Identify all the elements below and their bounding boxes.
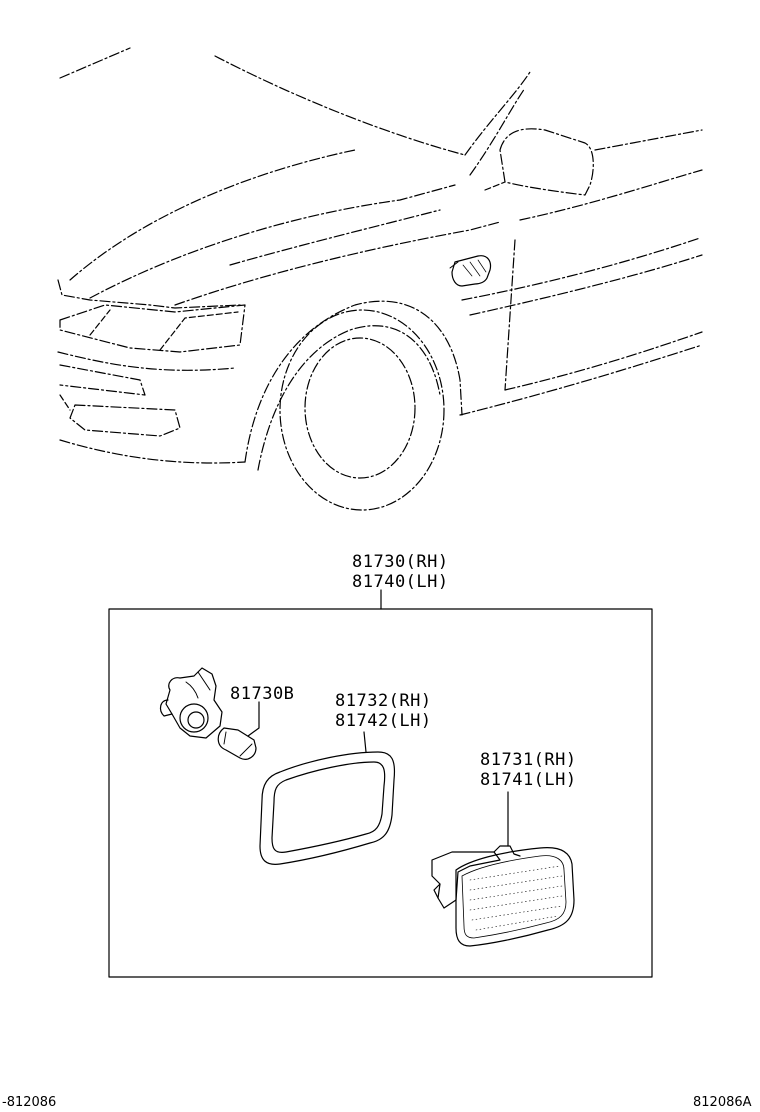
hood-crease-1 — [69, 149, 356, 281]
side-crease — [461, 237, 701, 301]
wheel-arch-inner — [257, 325, 441, 471]
wheel-arch-outer — [244, 300, 463, 463]
roof-line — [594, 129, 703, 151]
assembly-lh-label: 81740(LH) — [352, 572, 449, 592]
fender-top — [174, 221, 501, 306]
gasket-lh-label: 81742(LH) — [335, 711, 432, 731]
marker-lamp — [431, 845, 575, 947]
sill-line — [459, 344, 703, 416]
lens-rh-label: 81731(RH) — [480, 750, 577, 770]
a-pillar-inner — [469, 87, 526, 176]
mirror-base — [484, 181, 506, 191]
gasket — [259, 751, 396, 865]
lens-lh-label: 81741(LH) — [480, 770, 577, 790]
bumper-lower — [59, 439, 246, 464]
footer-right-code: 812086A — [693, 1095, 752, 1110]
bulb-socket — [159, 667, 223, 739]
car-illustration — [57, 47, 703, 511]
front-rim — [304, 337, 416, 479]
a-pillar — [464, 71, 531, 156]
bumper-line-1 — [57, 351, 236, 371]
side-mirror — [499, 128, 594, 196]
door-front-edge — [504, 239, 516, 391]
fender-side-marker — [449, 255, 492, 287]
gasket-leader-line — [363, 731, 367, 753]
gasket-rh-label: 81732(RH) — [335, 691, 432, 711]
side-crease-2 — [469, 254, 703, 316]
bulb-leader-line — [247, 701, 260, 737]
hood-edge — [59, 47, 131, 79]
bumper-side — [59, 394, 71, 411]
hood-rear-edge — [214, 55, 466, 156]
sill-line-2 — [504, 331, 703, 391]
headlight — [59, 304, 246, 353]
bulb-label: 81730B — [230, 684, 295, 704]
footer-left-code: -812086 — [2, 1095, 57, 1110]
headlight-inner2 — [89, 309, 111, 336]
front-nose — [57, 279, 241, 309]
hood-crease-3 — [229, 209, 441, 266]
hood-crease-2 — [89, 184, 456, 299]
assembly-rh-label: 81730(RH) — [352, 552, 449, 572]
bulb — [217, 727, 257, 760]
beltline — [519, 169, 703, 221]
detail-frame — [108, 608, 653, 978]
fog-light — [69, 404, 181, 437]
front-tire — [279, 309, 445, 511]
grille — [59, 364, 146, 396]
headlight-inner — [159, 311, 239, 351]
